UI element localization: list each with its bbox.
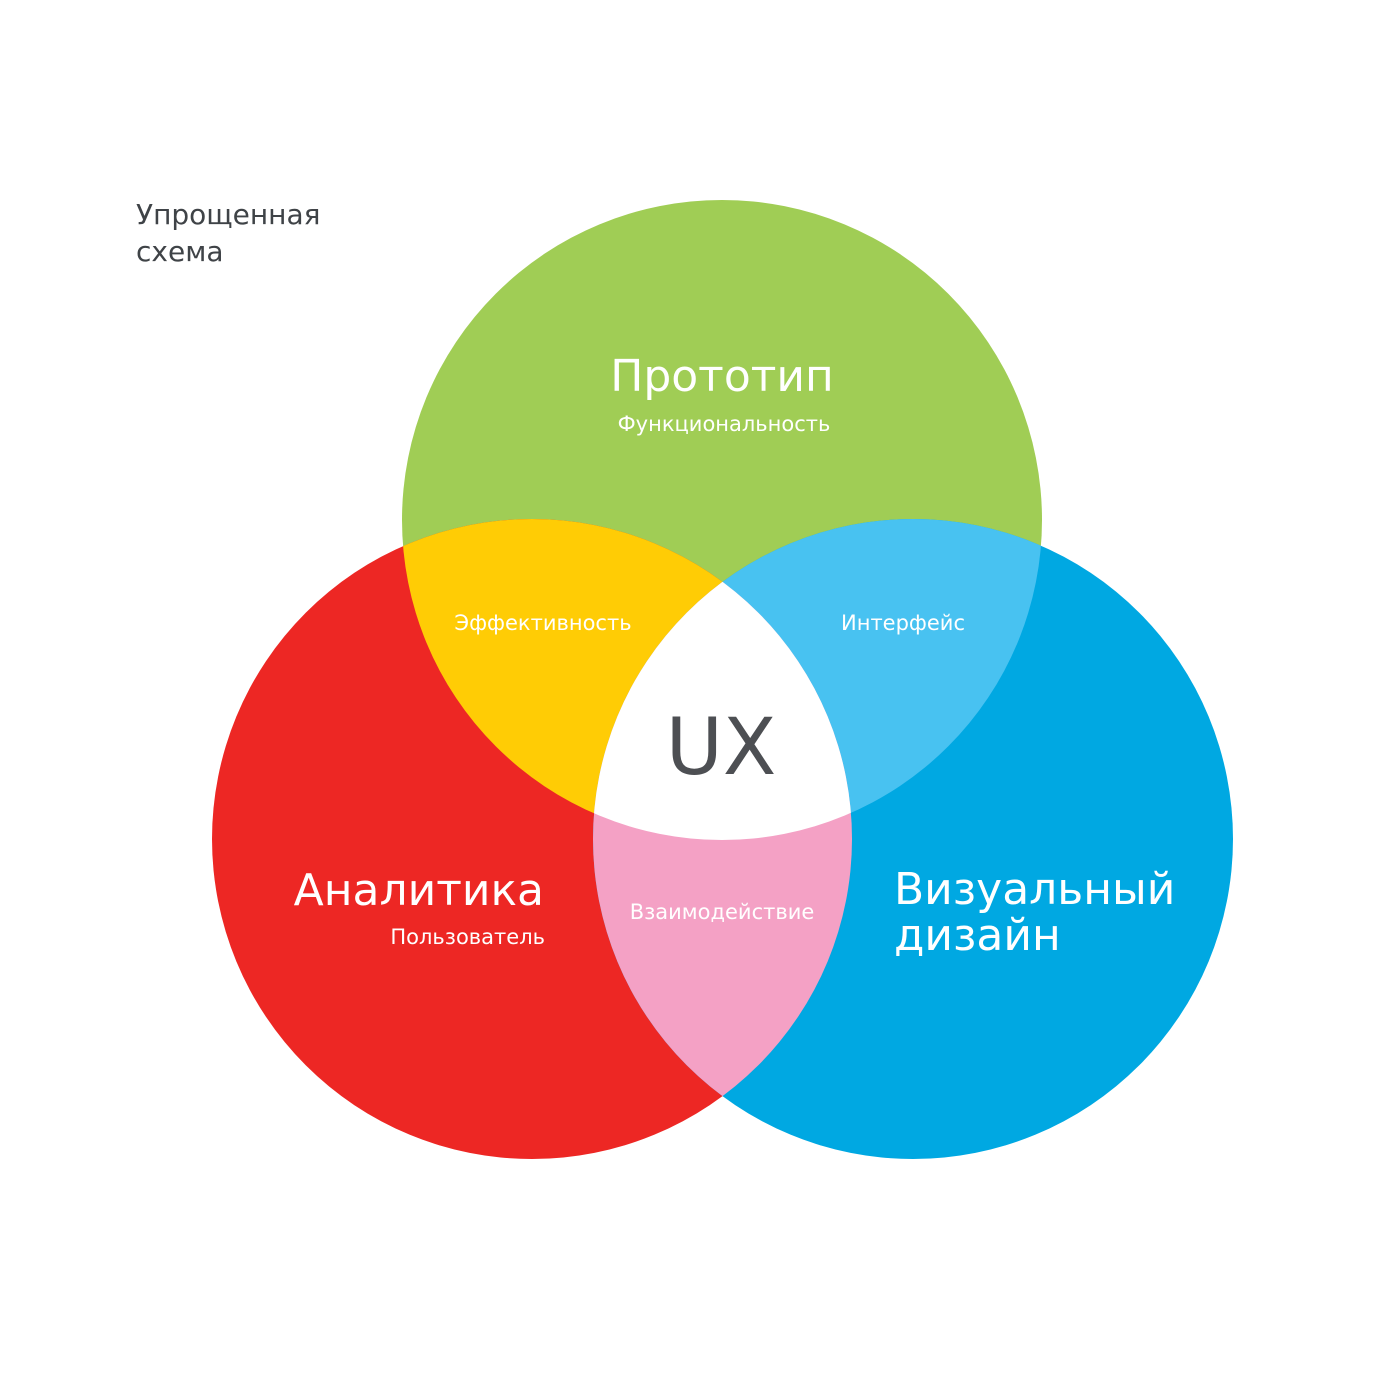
analytics-subtitle: Пользователь bbox=[390, 925, 545, 949]
analytics-title: Аналитика bbox=[294, 865, 544, 916]
interface-label: Интерфейс bbox=[841, 611, 965, 635]
interaction-label: Взаимодействие bbox=[630, 900, 815, 924]
diagram-caption: Упрощенная схема bbox=[136, 198, 321, 268]
effectiveness-label: Эффективность bbox=[454, 611, 631, 635]
overlap-center bbox=[593, 519, 852, 840]
ux-label: UX bbox=[666, 703, 777, 793]
prototype-subtitle: Функциональность bbox=[618, 412, 831, 436]
prototype-title: Прототип bbox=[610, 351, 833, 402]
